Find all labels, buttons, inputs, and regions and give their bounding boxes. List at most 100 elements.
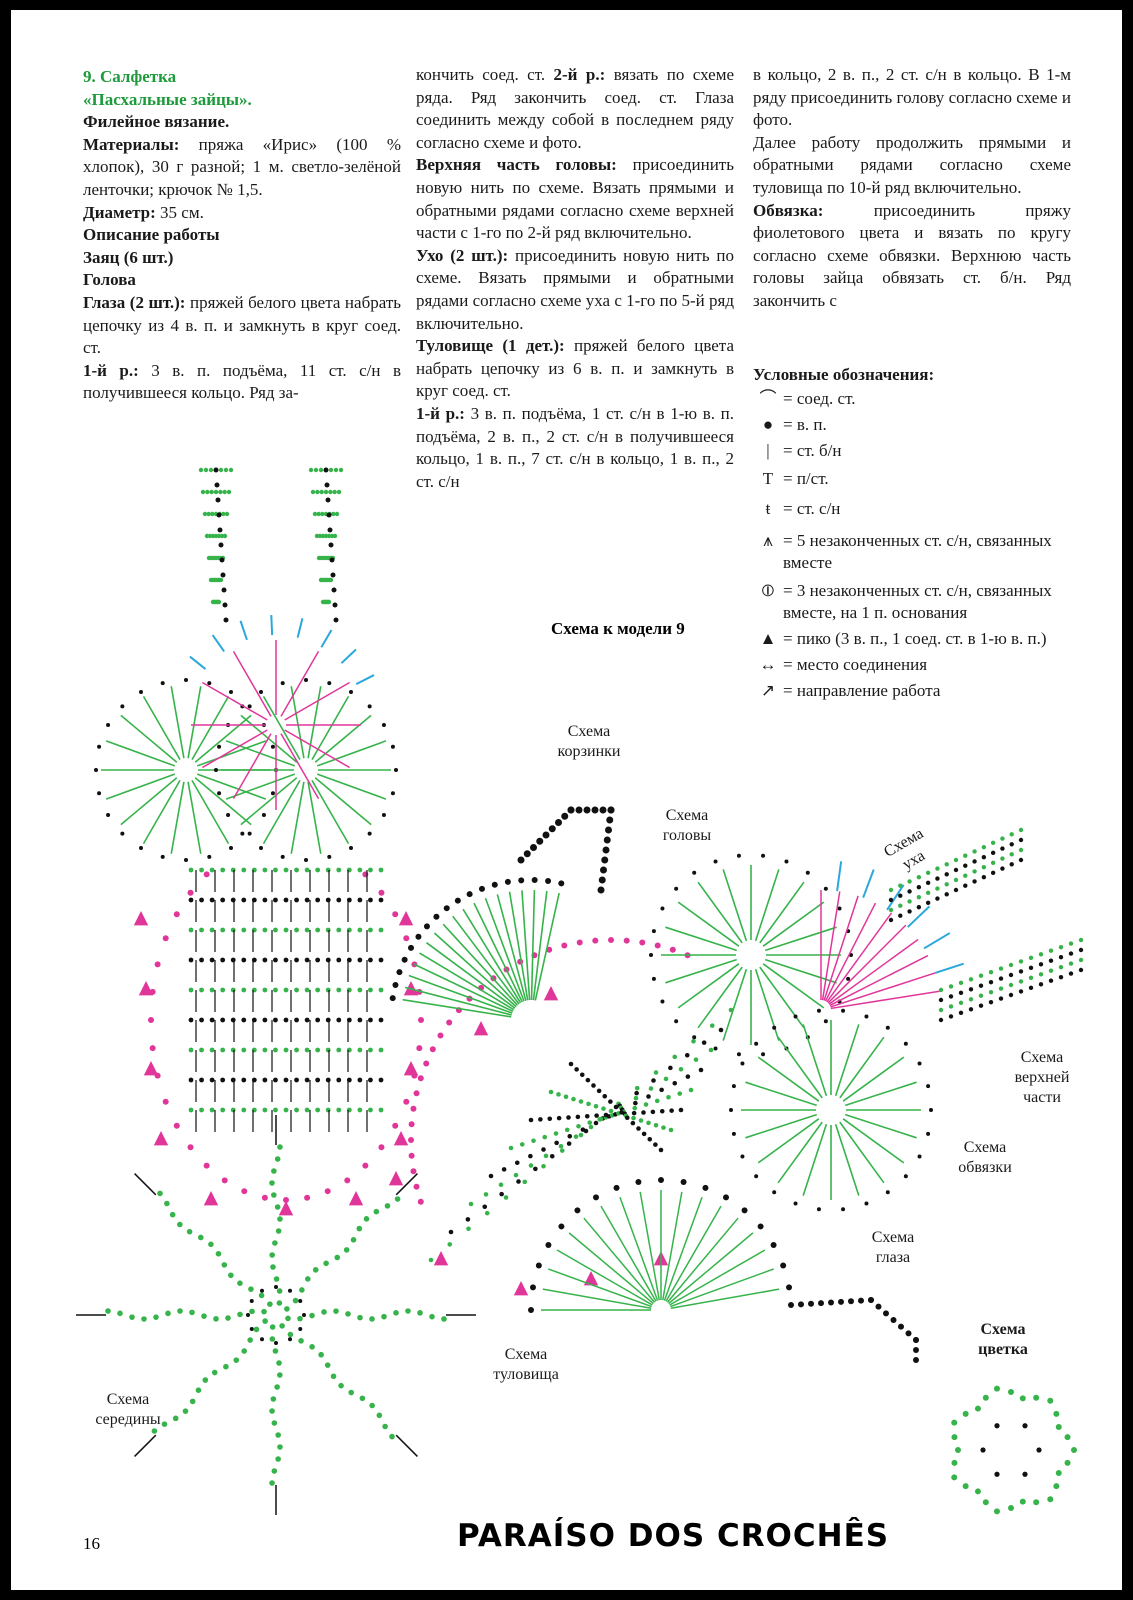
chain-dot [559, 1148, 565, 1153]
stitch-line [757, 1118, 820, 1164]
chain-dot [357, 957, 363, 963]
stitch-line [907, 905, 931, 928]
chain-dot [188, 957, 194, 963]
chain-dot [522, 1179, 528, 1185]
chain-dot [935, 886, 940, 891]
chain-dot [368, 987, 373, 993]
chain-dot [1022, 1471, 1028, 1477]
chain-dot [357, 927, 363, 933]
text-column-3: в кольцо, 2 в. п., 2 ст. с/н в кольцо. В… [753, 64, 1071, 313]
chain-dot [276, 1300, 283, 1306]
chain-dot [298, 1299, 303, 1303]
chain-dot [292, 1297, 299, 1304]
text-column-2: кончить соед. ст. 2-й р.: вязать по схем… [416, 64, 734, 493]
chain-dot [754, 1041, 759, 1046]
stitch-line [697, 881, 743, 944]
chain-dot [247, 1337, 253, 1343]
chain-dot [186, 1228, 193, 1235]
picot-mark [543, 986, 559, 1001]
stitch-line [830, 990, 940, 1010]
chain-dot [378, 867, 384, 873]
chain-dot [898, 893, 903, 898]
chain-dot [160, 681, 165, 686]
chain-dot [1068, 951, 1074, 956]
stitch-line [834, 1124, 860, 1196]
materials-label: Материалы: [83, 134, 180, 154]
stitch-line [547, 1268, 652, 1308]
chain-dot [315, 1047, 321, 1053]
chain-dot [325, 1077, 331, 1083]
chain-dot [888, 917, 894, 923]
chain-dot [454, 897, 461, 904]
chain-dot [654, 942, 661, 949]
stitch-line [830, 972, 936, 1008]
stitch-line [170, 686, 185, 759]
chain-dot [754, 1174, 759, 1179]
chain-dot [898, 913, 903, 918]
chain-dot [327, 527, 333, 533]
chain-dot [325, 987, 331, 993]
chain-dot [218, 577, 224, 583]
chain-dot [139, 845, 143, 850]
chain-dot [294, 1017, 299, 1023]
chain-dot [362, 1162, 369, 1169]
cluster-5-icon: ⩚ [763, 531, 773, 550]
chain-dot [389, 1433, 395, 1440]
chain-dot [1018, 847, 1024, 853]
chain-dot [162, 1098, 169, 1105]
chain-dot [345, 1311, 351, 1317]
chain-dot [368, 927, 373, 933]
chain-dot [218, 467, 224, 473]
middle-scheme-label: Схема середины [95, 1391, 161, 1428]
chain-dot [226, 813, 231, 817]
chain-dot [613, 1184, 620, 1191]
picot-mark [433, 1251, 449, 1266]
stitch-line [120, 777, 178, 826]
chain-dot [304, 1047, 310, 1053]
chain-dot [199, 987, 204, 993]
chain-dot [332, 602, 338, 608]
chain-dot [913, 1357, 919, 1363]
chain-dot [199, 867, 204, 873]
chain-dot [548, 825, 556, 833]
chain-dot [958, 1010, 964, 1016]
chain-dot [659, 1087, 664, 1093]
chain-dot [1033, 1499, 1040, 1506]
stitch-line [842, 1118, 905, 1164]
chain-dot [384, 1203, 391, 1209]
chain-dot [209, 957, 215, 963]
chain-dot [978, 973, 984, 978]
chain-dot [357, 1077, 363, 1083]
chain-dot [392, 1122, 399, 1129]
chain-dot [978, 993, 984, 998]
picot-mark [203, 1191, 219, 1206]
chain-dot [619, 1110, 624, 1115]
chain-dot [731, 1084, 736, 1089]
chain-dot [318, 1351, 324, 1358]
chain-dot [607, 806, 615, 814]
chain-dot [680, 1178, 687, 1185]
chain-dot [151, 1428, 158, 1434]
chain-dot [336, 489, 342, 495]
chain-dot [241, 1077, 247, 1083]
stitch-line [142, 695, 181, 761]
chain-dot [542, 1134, 548, 1140]
chain-dot [528, 1307, 534, 1313]
stitch-line [340, 648, 357, 664]
stitch-line [105, 740, 175, 767]
chain-dot [336, 1077, 342, 1083]
chain-dot [1000, 836, 1005, 841]
chain-dot [308, 467, 314, 473]
stitch-line [521, 890, 531, 1001]
chain-dot [382, 1423, 388, 1430]
chain-dot [650, 1109, 656, 1115]
chain-dot [262, 957, 268, 963]
chain-dot [963, 853, 968, 858]
chain-dot [197, 1234, 204, 1241]
chain-dot [298, 1338, 304, 1344]
chain-dot [410, 1105, 417, 1112]
chain-dot [925, 900, 931, 906]
chain-dot [668, 1065, 673, 1071]
chain-dot [221, 1177, 228, 1184]
chain-dot [213, 1316, 219, 1322]
